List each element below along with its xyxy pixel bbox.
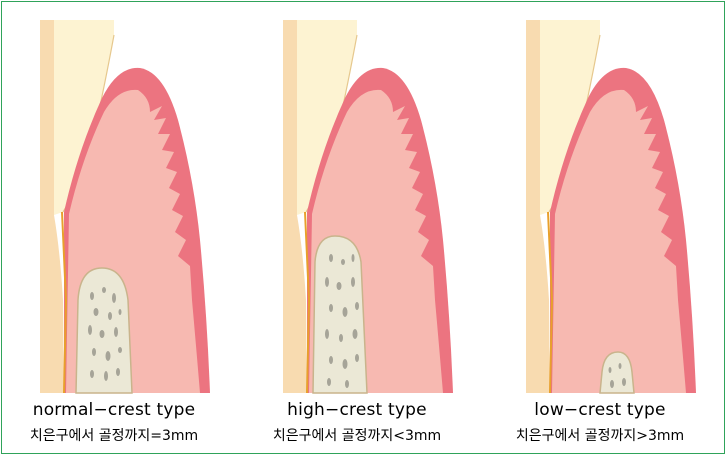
low-crest-panel: low−crest type 치은구에서 골정까지>3mm (500, 0, 700, 457)
alveolar-bone (76, 268, 132, 393)
alveolar-bone (313, 236, 367, 393)
normal-crest-panel: normal−crest type 치은구에서 골정까지=3mm (14, 0, 214, 457)
high-crest-description: 치은구에서 골정까지<3mm (257, 425, 457, 445)
low-crest-description: 치은구에서 골정까지>3mm (500, 425, 700, 445)
high-crest-title: high−crest type (257, 400, 457, 420)
normal-crest-title: normal−crest type (14, 400, 214, 420)
low-crest-illustration (500, 0, 700, 400)
high-crest-panel: high−crest type 치은구에서 골정까지<3mm (257, 0, 457, 457)
high-crest-illustration (257, 0, 457, 400)
low-crest-title: low−crest type (500, 400, 700, 420)
normal-crest-illustration (14, 0, 214, 400)
normal-crest-description: 치은구에서 골정까지=3mm (14, 425, 214, 445)
